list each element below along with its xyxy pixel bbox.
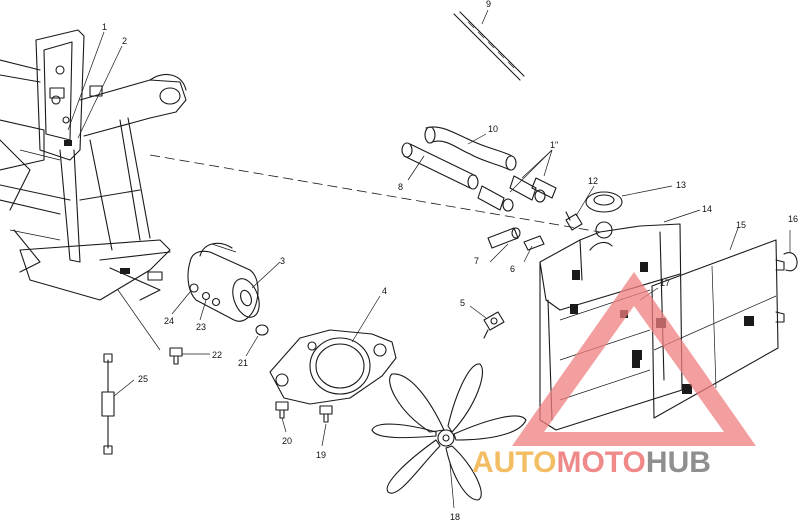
fitting-7 bbox=[487, 227, 521, 249]
hose-clamp-1b bbox=[509, 175, 546, 203]
callout-25: 25 bbox=[138, 374, 148, 384]
hose-clamp-1a bbox=[477, 185, 514, 212]
callout-2: 2 bbox=[122, 36, 127, 46]
callout-1: 1 bbox=[102, 22, 107, 32]
clip-16 bbox=[783, 252, 798, 272]
mounting-line bbox=[149, 154, 601, 233]
callout-8: 8 bbox=[398, 182, 403, 192]
bolt-20 bbox=[275, 401, 289, 419]
callout-1-note: 1" bbox=[550, 140, 558, 150]
callout-3: 3 bbox=[280, 256, 285, 266]
fitting-6 bbox=[523, 235, 545, 251]
fan-motor bbox=[187, 242, 260, 322]
gasket-strip bbox=[453, 11, 525, 81]
radiator-cap-13 bbox=[585, 191, 623, 213]
bolt-19 bbox=[319, 405, 333, 423]
watermark-logo: AUTOMOTOHUB bbox=[472, 446, 711, 479]
bushing-21 bbox=[255, 324, 269, 336]
screw-22 bbox=[169, 347, 183, 365]
leader-lines bbox=[67, 9, 791, 509]
callout-10: 10 bbox=[488, 124, 498, 134]
callout-16: 16 bbox=[788, 214, 798, 224]
callout-14: 14 bbox=[702, 204, 712, 214]
watermark-triangle bbox=[512, 272, 756, 446]
fan-bracket bbox=[269, 329, 397, 405]
wire-harness bbox=[101, 353, 115, 455]
callout-17: 17 bbox=[660, 278, 670, 288]
callout-15: 15 bbox=[736, 220, 746, 230]
watermark-moto: MOTO bbox=[556, 446, 645, 479]
washer-23b bbox=[211, 297, 221, 307]
watermark: AUTOMOTOHUB bbox=[472, 272, 756, 479]
drain-valve-12 bbox=[565, 211, 583, 231]
callout-21: 21 bbox=[238, 358, 248, 368]
watermark-auto: AUTO bbox=[472, 446, 556, 479]
fan-blade bbox=[371, 363, 527, 501]
hose-clamp-1c bbox=[531, 177, 557, 199]
callout-6: 6 bbox=[510, 264, 515, 274]
callout-24: 24 bbox=[164, 316, 174, 326]
callout-18: 18 bbox=[450, 512, 460, 522]
callout-9: 9 bbox=[486, 0, 491, 9]
callout-5: 5 bbox=[460, 298, 465, 308]
callout-4: 4 bbox=[382, 286, 387, 296]
hose-upper-10 bbox=[424, 126, 517, 171]
callout-22: 22 bbox=[212, 350, 222, 360]
callout-19: 19 bbox=[316, 450, 326, 460]
callout-labels: 1 2 3 4 5 6 7 8 9 10 1" 12 13 14 15 16 1… bbox=[102, 0, 798, 522]
fastener-5 bbox=[483, 311, 505, 339]
frame-assembly bbox=[0, 29, 187, 301]
callout-7: 7 bbox=[474, 256, 479, 266]
callout-13: 13 bbox=[676, 180, 686, 190]
callout-20: 20 bbox=[282, 436, 292, 446]
radiator-screen bbox=[632, 239, 785, 419]
washer-23a bbox=[201, 291, 211, 301]
callout-12: 12 bbox=[588, 176, 598, 186]
nut-24 bbox=[189, 283, 199, 293]
callout-23: 23 bbox=[196, 322, 206, 332]
watermark-hub: HUB bbox=[646, 446, 711, 479]
hose-lower-8 bbox=[401, 142, 479, 190]
